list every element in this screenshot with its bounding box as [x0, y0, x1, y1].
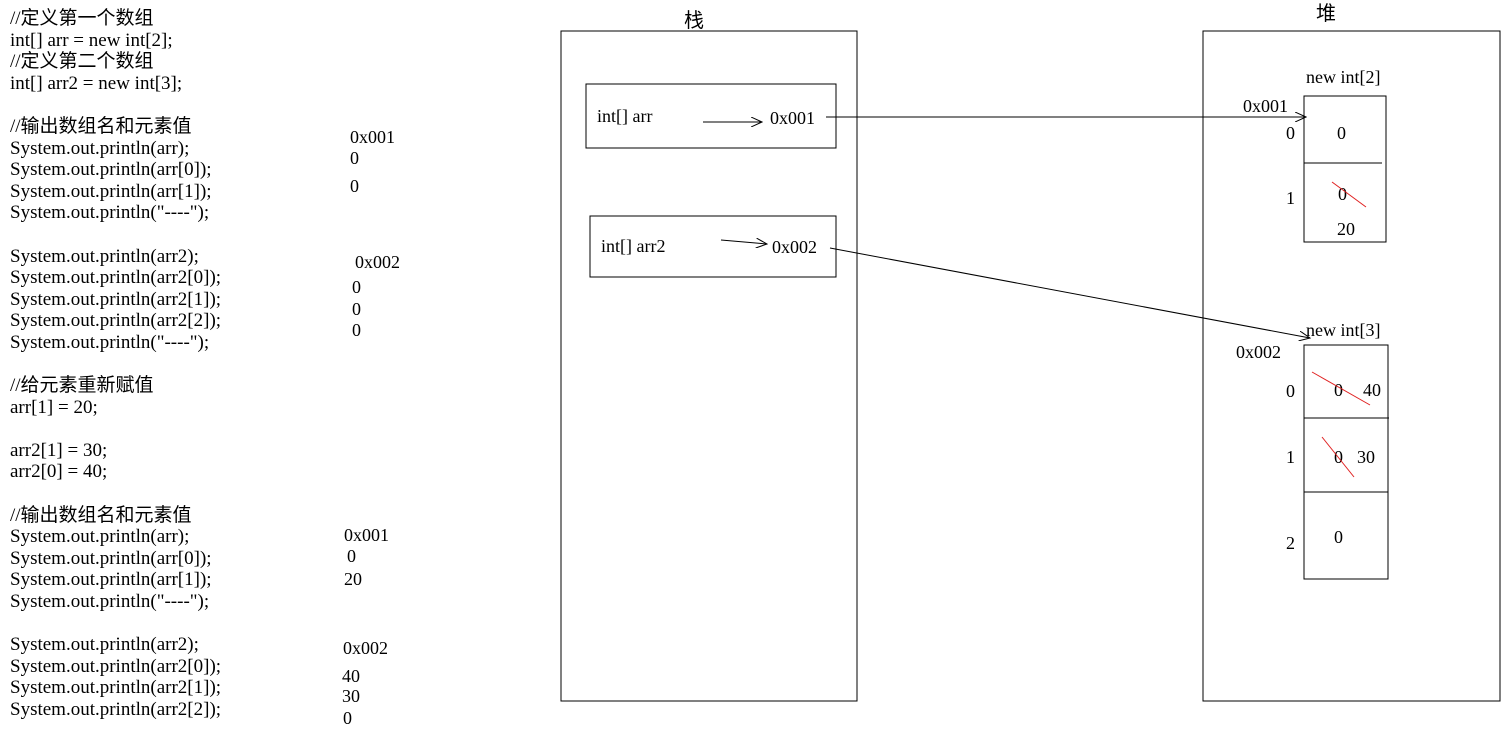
output2-arr1: 20 — [344, 569, 362, 589]
heap-array1-address: 0x001 — [1243, 96, 1288, 116]
stack-var-arr2-address: 0x002 — [772, 237, 817, 257]
stack-region: 栈 int[] arr 0x001 int[] arr2 0x002 — [560, 9, 858, 702]
heap-array2-cell-1-new: 30 — [1357, 447, 1375, 467]
heap-title: 堆 — [1316, 2, 1336, 25]
heap-array1-cell-1-new: 20 — [1337, 219, 1355, 239]
heap-array2-cell-0-new: 40 — [1363, 380, 1381, 400]
output-arr2-0: 0 — [352, 277, 361, 297]
stack-box — [560, 30, 858, 702]
output2-arr2-1: 30 — [342, 686, 360, 706]
code-listing: //定义第一个数组 int[] arr = new int[2]; //定义第二… — [10, 8, 222, 720]
reference-arrow-arr2 — [829, 247, 1310, 338]
output2-arr2-address: 0x002 — [343, 638, 388, 658]
output-arr2-2: 0 — [352, 320, 361, 340]
stack-var-arr-address: 0x001 — [770, 108, 815, 128]
heap-array1-index-0: 0 — [1286, 123, 1295, 143]
output-arr-address: 0x001 — [350, 127, 395, 147]
heap-array1-label: new int[2] — [1306, 67, 1380, 87]
output-arr0: 0 — [350, 148, 359, 168]
heap-array1-index-1: 1 — [1286, 188, 1295, 208]
heap-array-1: new int[2] 0x001 0 1 0 0 20 — [1243, 67, 1387, 243]
heap-array2-box — [1303, 344, 1389, 580]
output2-arr2-2: 0 — [343, 708, 352, 728]
output-arr2-1: 0 — [352, 299, 361, 319]
heap-array-2: new int[3] 0x002 0 1 2 0 40 0 30 0 — [1236, 320, 1389, 580]
heap-region: 堆 new int[2] 0x001 0 1 0 0 20 new int[3]… — [1202, 2, 1501, 702]
heap-array2-index-0: 0 — [1286, 381, 1295, 401]
stack-frame-arr2 — [589, 215, 837, 278]
heap-array2-cell-0-old: 0 — [1334, 380, 1343, 400]
stack-frame-arr — [585, 83, 837, 149]
output2-arr-address: 0x001 — [344, 525, 389, 545]
heap-array2-cell-2: 0 — [1334, 527, 1343, 547]
stack-arr2-internal-arrow — [720, 240, 767, 244]
heap-array2-index-2: 2 — [1286, 533, 1295, 553]
output2-arr2-0: 40 — [342, 666, 360, 686]
heap-array2-address: 0x002 — [1236, 342, 1281, 362]
stack-var-arr2-label: int[] arr2 — [601, 236, 665, 256]
stack-var-arr-label: int[] arr — [597, 106, 652, 126]
heap-array1-cell-0: 0 — [1337, 123, 1346, 143]
heap-array1-box — [1303, 95, 1387, 243]
heap-box — [1202, 30, 1501, 702]
heap-array2-index-1: 1 — [1286, 447, 1295, 467]
output-arr1: 0 — [350, 176, 359, 196]
output2-arr0: 0 — [347, 546, 356, 566]
stack-title: 栈 — [684, 9, 704, 32]
heap-array2-cell-1-strike — [1321, 436, 1355, 478]
output-arr2-address: 0x002 — [355, 252, 400, 272]
heap-array1-cell-1-old: 0 — [1338, 184, 1347, 204]
heap-array2-label: new int[3] — [1306, 320, 1380, 340]
heap-array1-cell-1-strike — [1331, 181, 1367, 208]
heap-array2-cell-0-strike — [1311, 371, 1371, 406]
